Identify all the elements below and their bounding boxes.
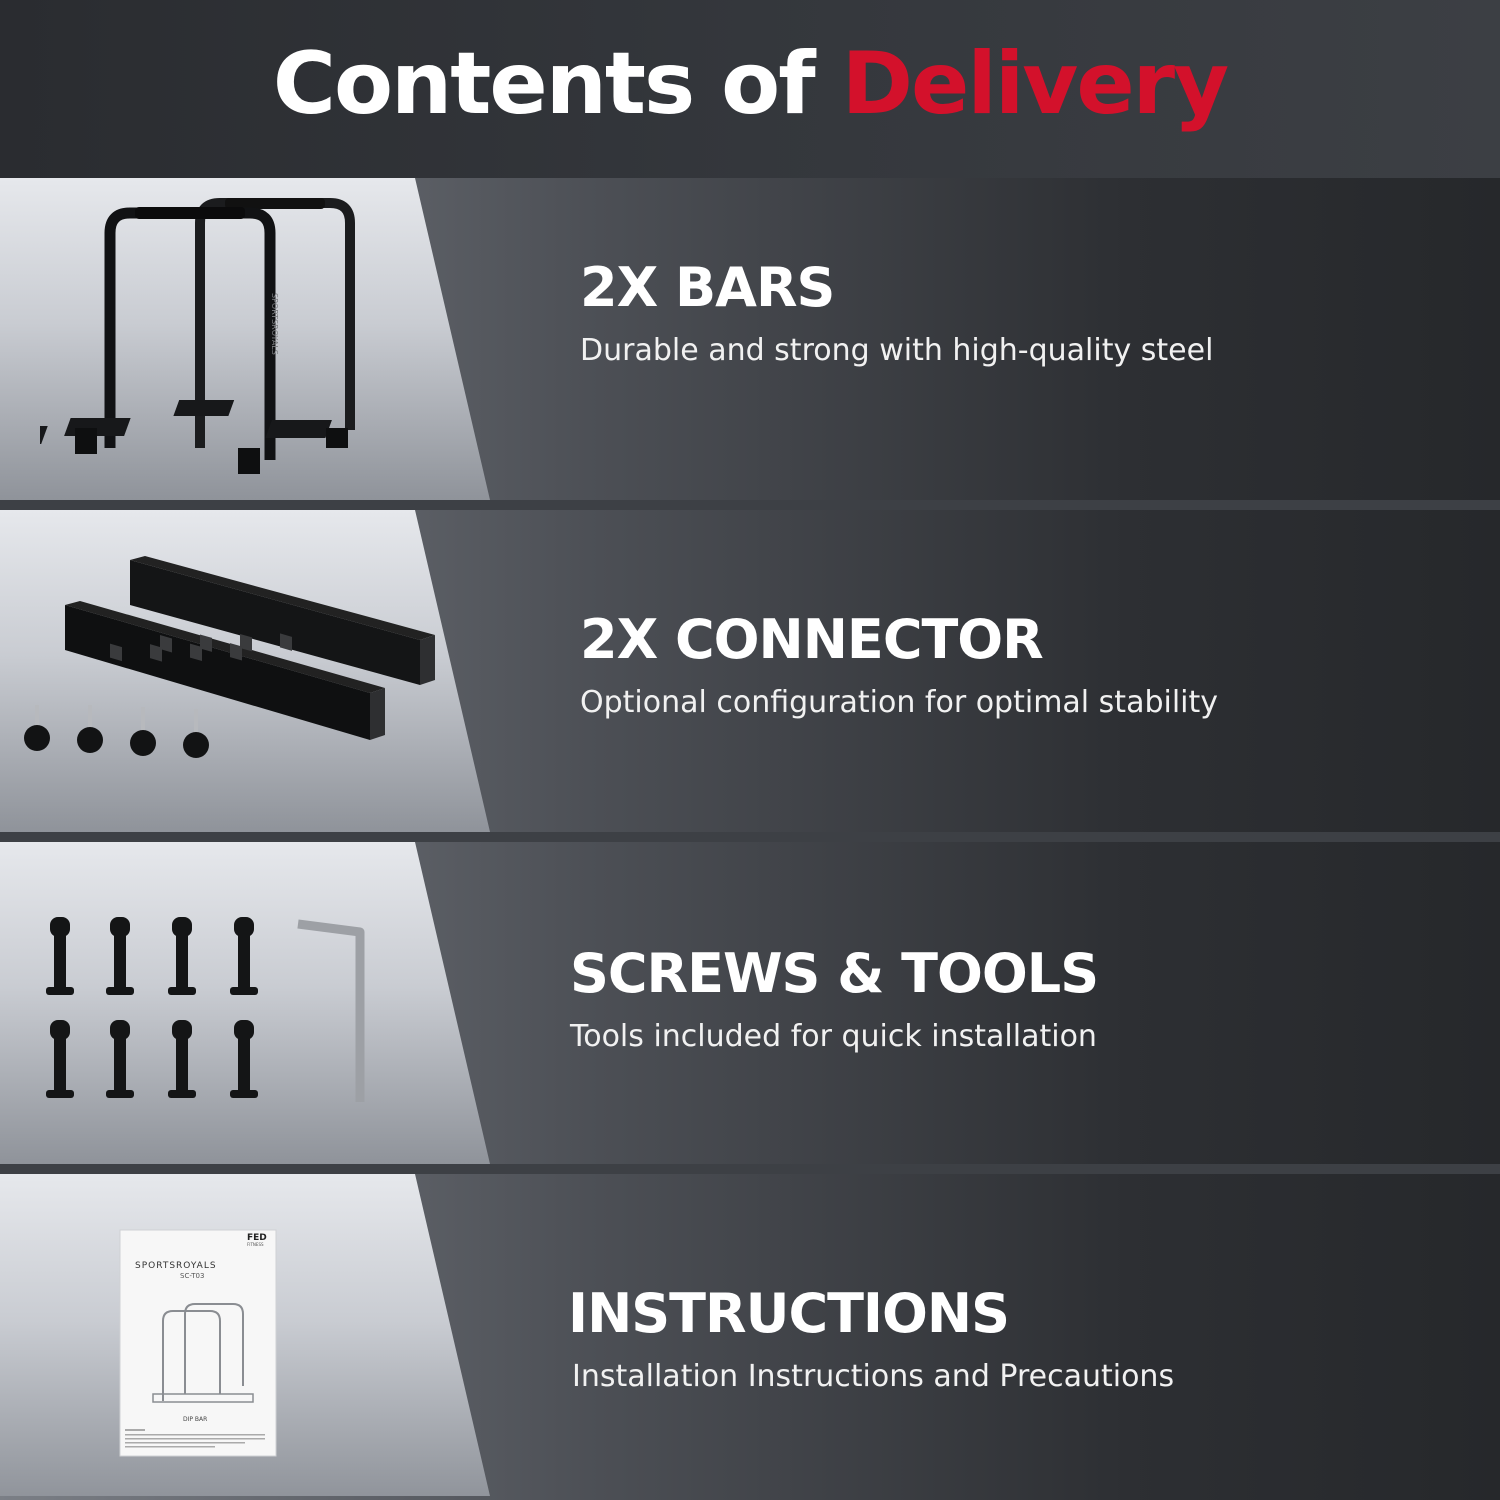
divider (0, 500, 1500, 510)
item-panel-bars: SPORTSROYALS 2X BARS Durable and strong … (0, 178, 1500, 500)
header-banner: Contents of Delivery (0, 0, 1500, 178)
page-title: Contents of Delivery (272, 34, 1230, 134)
item-subtitle-screws: Tools included for quick installation (570, 1019, 1097, 1054)
manual-brand: SPORTSROYALS (135, 1261, 217, 1271)
divider (0, 832, 1500, 842)
item-panel-screws: SCREWS & TOOLS Tools included for quick … (0, 842, 1500, 1164)
dip-bars-icon: SPORTSROYALS (40, 198, 355, 474)
item-panel-instructions: FED FITNESS SPORTSROYALS SC-T03 DIP BAR … (0, 1174, 1500, 1500)
item-panel-connector: 2X CONNECTOR Optional configuration for … (0, 510, 1500, 832)
manual-logo: FED (247, 1233, 267, 1243)
item-subtitle-connector: Optional configuration for optimal stabi… (580, 685, 1219, 720)
divider (0, 1164, 1500, 1174)
connector-bars-icon (24, 556, 435, 758)
item-heading-instructions: INSTRUCTIONS (568, 1282, 1010, 1345)
item-subtitle-instructions: Installation Instructions and Precaution… (572, 1359, 1175, 1394)
instruction-manual-icon: FED FITNESS SPORTSROYALS SC-T03 DIP BAR (119, 1229, 277, 1457)
item-heading-bars: 2X BARS (580, 256, 835, 319)
title-main: Contents of (272, 34, 816, 134)
item-subtitle-bars: Durable and strong with high-quality ste… (580, 333, 1214, 368)
manual-logo-sub: FITNESS (247, 1242, 264, 1247)
screws-and-hex-key-icon (46, 917, 365, 1102)
title-accent: Delivery (841, 34, 1230, 134)
manual-model: SC-T03 (180, 1272, 204, 1280)
item-heading-connector: 2X CONNECTOR (580, 608, 1044, 671)
manual-caption: DIP BAR (183, 1416, 207, 1423)
bars-brand-text: SPORTSROYALS (270, 293, 279, 355)
item-heading-screws: SCREWS & TOOLS (570, 942, 1099, 1005)
